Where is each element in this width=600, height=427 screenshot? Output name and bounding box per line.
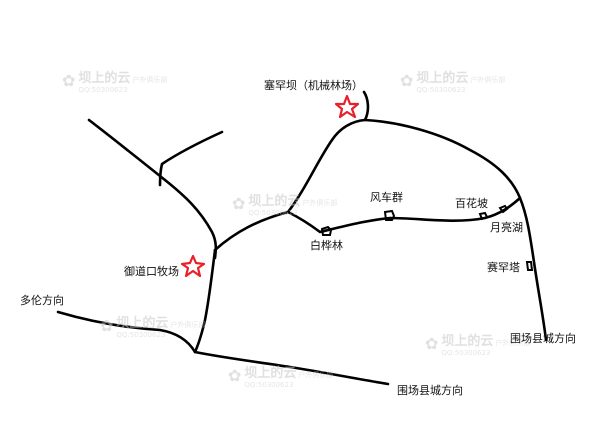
label-saihanta: 赛罕塔 [487,261,520,274]
star-yudaokou-icon [180,254,206,278]
baihualian-marker [478,211,489,221]
road-middle [286,196,522,234]
label-baihualin: 白桦林 [310,239,343,252]
fengchequn-marker [383,209,396,221]
label-baihualian: 百花坡 [455,197,488,210]
road-duolun [56,310,197,354]
label-duolun: 多伦方向 [20,294,64,307]
road-upper-branch [158,130,224,187]
road-nw-branch [87,118,218,260]
road-south-weichang [193,350,390,386]
label-fengchequn: 风车群 [370,191,403,204]
label-yudaokou: 御道口牧场 [124,265,179,278]
yueliang-marker [498,204,509,214]
road-upper-arc [213,90,370,252]
label-weichang-south: 围场县城方向 [397,384,463,397]
saihanta-marker [525,261,534,271]
baihualin-marker [320,225,333,236]
label-yueliang: 月亮湖 [490,221,523,234]
label-saihanba: 塞罕坝（机械林场） [264,79,363,92]
road-west-spine [193,248,217,354]
star-saihanba-icon [334,94,360,119]
label-weichang-east: 围场县城方向 [510,332,576,345]
